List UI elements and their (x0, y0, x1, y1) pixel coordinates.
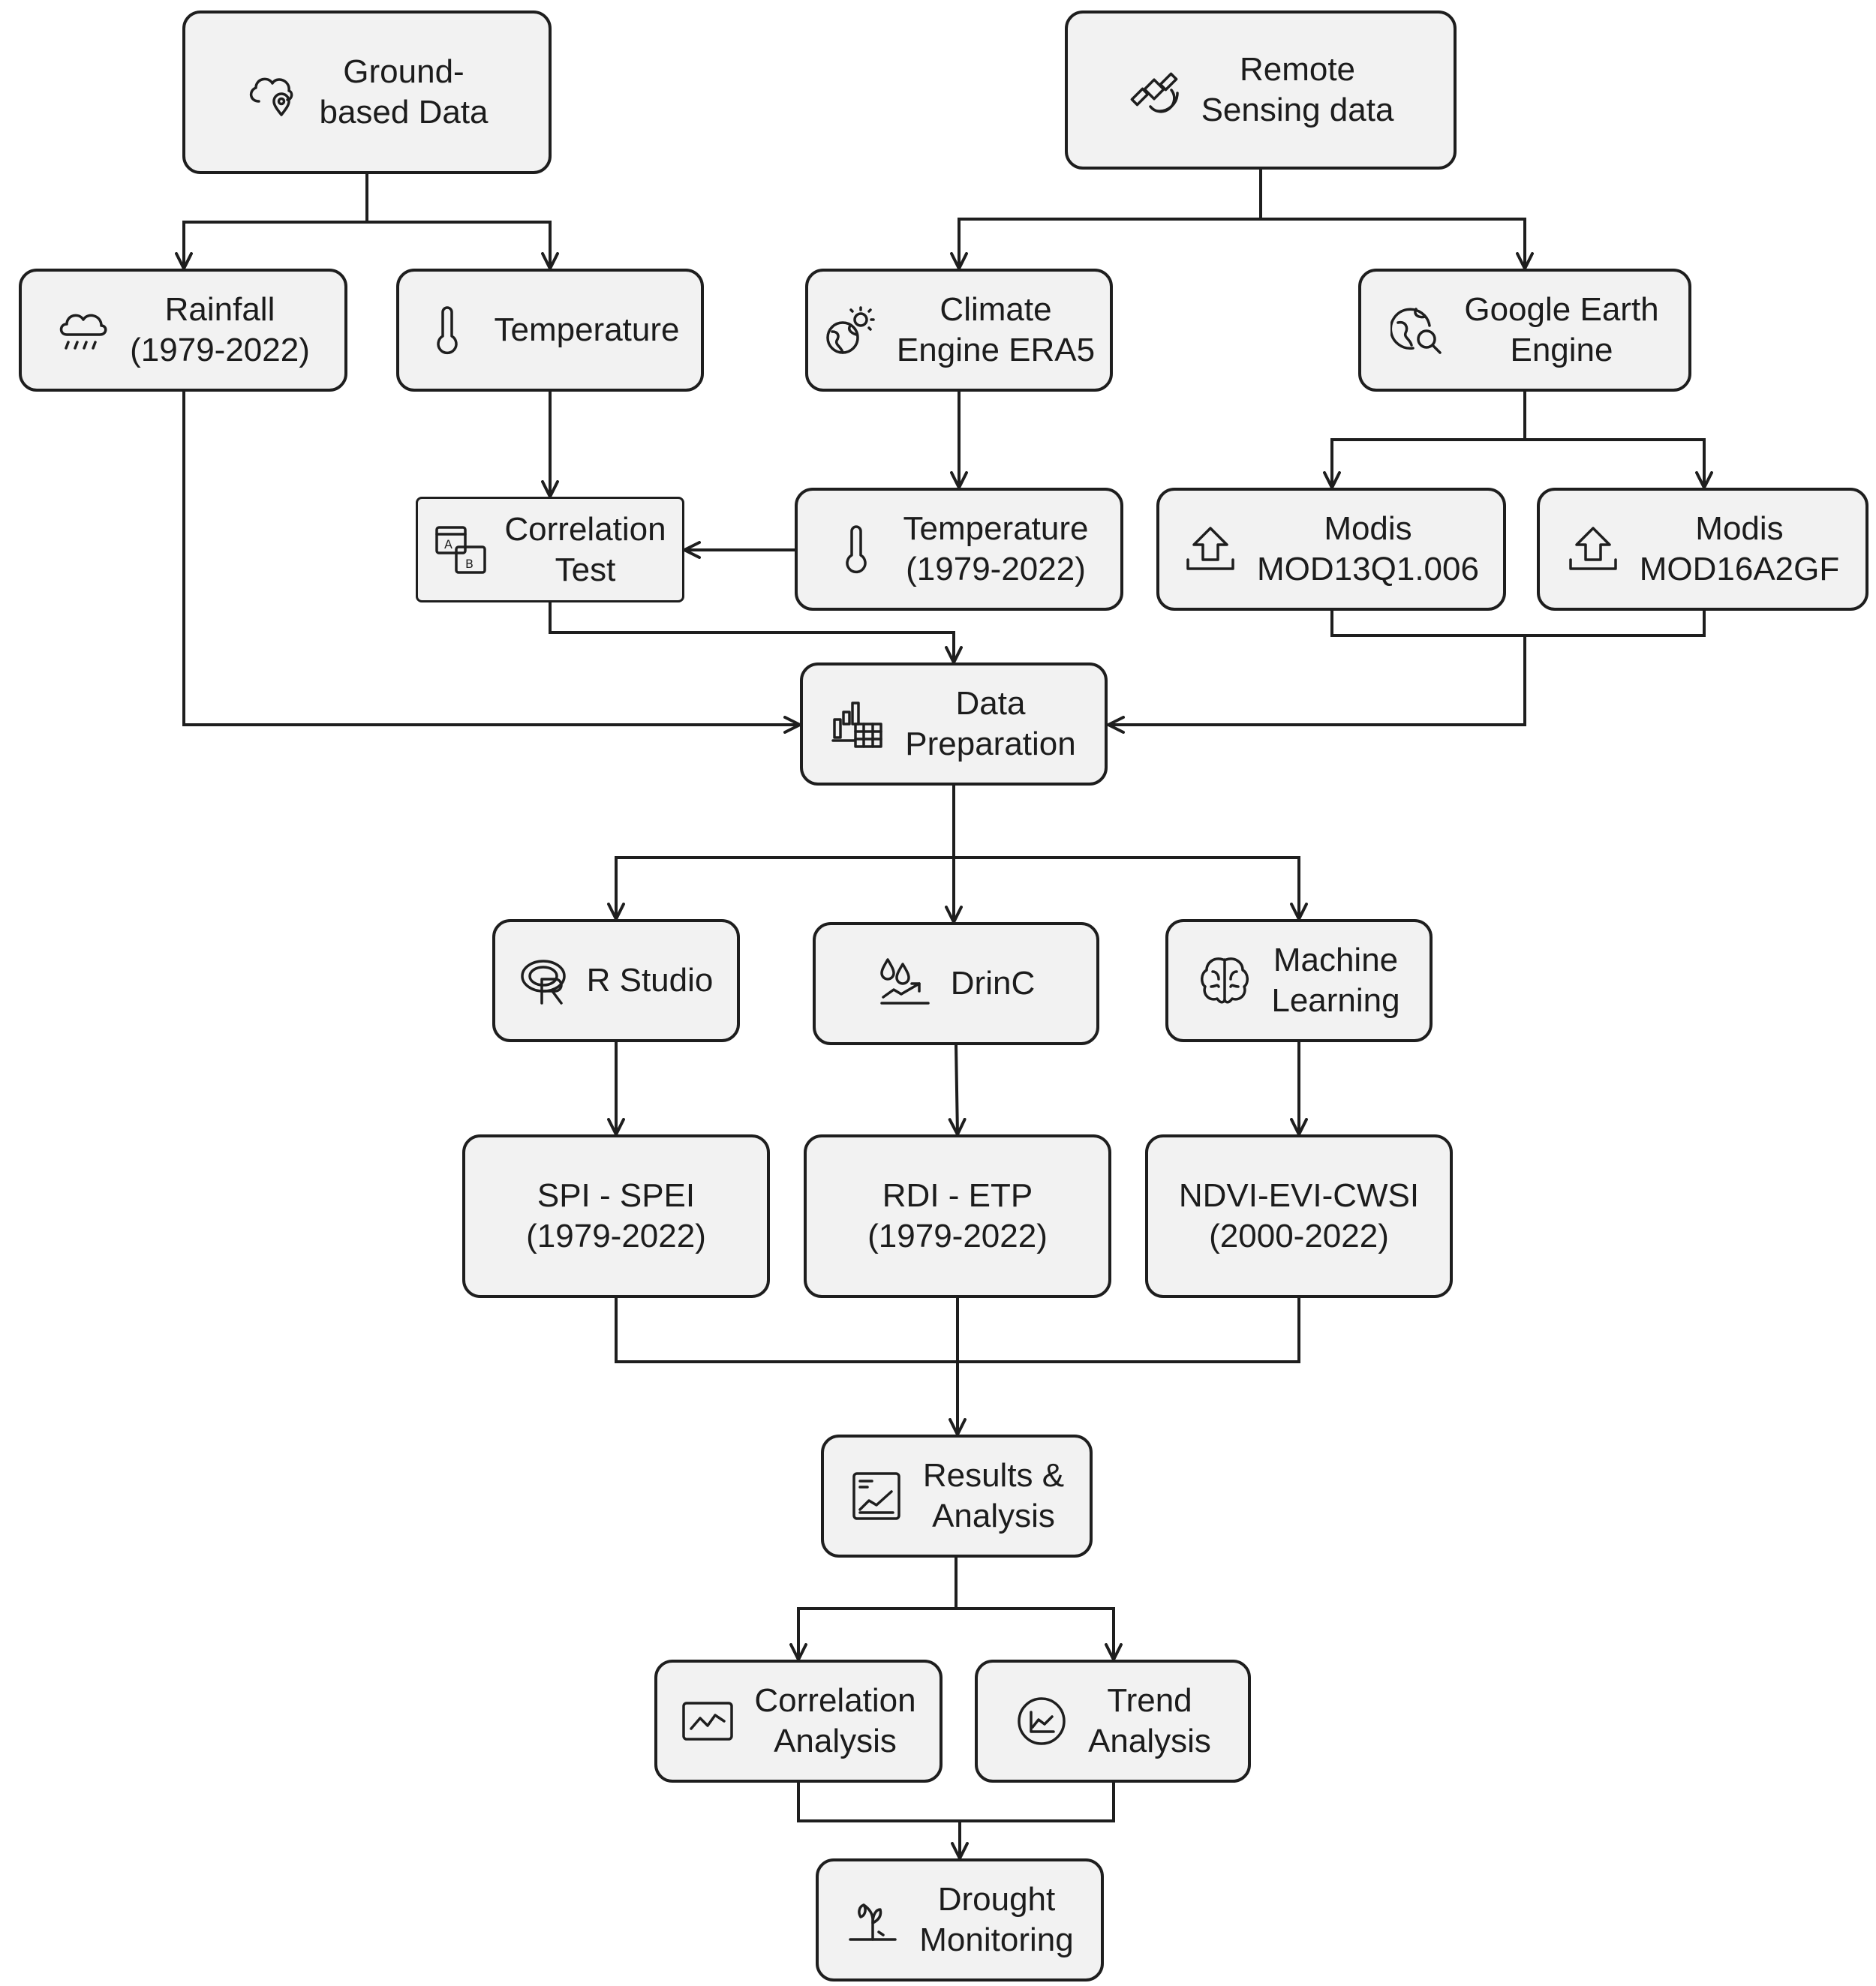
results-analysis-node: Results & Analysis (821, 1435, 1093, 1558)
correlation-analysis-label-2: Analysis (774, 1723, 897, 1759)
remote-sensing-label-2: Sensing data (1201, 92, 1394, 128)
upload-icon (1568, 527, 1617, 570)
ndvi-evi-cwsi-label-2: (2000-2022) (1209, 1218, 1389, 1254)
temperature-era5-label-2: (1979-2022) (906, 551, 1086, 587)
svg-text:A: A (444, 537, 452, 551)
climate-engine-era5-node: Climate Engine ERA5 (805, 269, 1113, 392)
google-earth-engine-label-1: Google Earth (1464, 291, 1659, 328)
r-studio-node: R Studio (492, 919, 740, 1042)
machine-learning-label-1: Machine (1273, 942, 1399, 978)
correlation-test-label-2: Test (555, 551, 616, 588)
line-chart-icon (682, 1702, 734, 1741)
arrow-to-modis-16a2gf (1525, 438, 1713, 489)
cloud-location-icon (250, 77, 293, 116)
correlation-analysis-label-1: Correlation (754, 1682, 916, 1719)
correlation-analysis-node: Correlation Analysis (654, 1660, 943, 1783)
temperature-node: Temperature (396, 269, 704, 392)
report-chart-icon (852, 1472, 900, 1520)
arrow-drinc-to-rdi-etp (948, 1044, 967, 1136)
arrow-to-temperature (367, 221, 559, 270)
svg-text:B: B (465, 557, 474, 571)
ground-based-data-label-1: Ground- (343, 53, 464, 90)
arrow-to-rainfall (175, 221, 367, 270)
water-drops-trend-icon (880, 958, 930, 1005)
arrow-to-trend-analysis (956, 1607, 1123, 1661)
thermometer-icon (846, 525, 867, 574)
results-analysis-label-1: Results & (922, 1457, 1065, 1494)
data-preparation-label-2: Preparation (905, 726, 1076, 762)
arrow-modis-to-data-preparation (1107, 635, 1526, 734)
remote-sensing-label-1: Remote (1239, 51, 1356, 88)
wilting-plant-icon (849, 1903, 897, 1941)
satellite-icon (1130, 72, 1179, 113)
r-studio-label: R Studio (586, 962, 714, 999)
rdi-etp-label-1: RDI - ETP (882, 1177, 1033, 1214)
remote-sensing-data-node: Remote Sensing data (1065, 11, 1457, 170)
trend-analysis-label-1: Trend (1107, 1682, 1192, 1719)
arrow-to-machine-learning (954, 856, 1308, 921)
arrow-to-modis-13q1 (1323, 438, 1525, 489)
rain-cloud-icon (59, 314, 107, 350)
drinc-node: DrinC (813, 922, 1099, 1045)
brain-icon (1201, 957, 1249, 1004)
modis-16a2gf-label-2: MOD16A2GF (1639, 551, 1840, 587)
arrow-to-google-earth-engine (1261, 218, 1534, 270)
trend-analysis-label-2: Analysis (1088, 1723, 1211, 1759)
climate-engine-label-1: Climate (940, 291, 1052, 328)
trend-circle-icon (1018, 1697, 1066, 1745)
arrow-to-correlation-analysis (789, 1607, 956, 1661)
modis-13q1-label-1: Modis (1324, 510, 1412, 547)
globe-sun-icon (826, 306, 875, 354)
correlation-test-node: A B Correlation Test (416, 497, 684, 602)
ndvi-evi-cwsi-label-1: NDVI-EVI-CWSI (1178, 1177, 1420, 1214)
rainfall-label-1: Rainfall (164, 291, 275, 328)
r-logo-icon (520, 960, 566, 1005)
modis-16a2gf-label-1: Modis (1695, 510, 1784, 547)
results-analysis-label-2: Analysis (932, 1498, 1055, 1534)
drought-monitoring-label-1: Drought (937, 1881, 1056, 1918)
modis-13q1-label-2: MOD13Q1.006 (1257, 551, 1479, 587)
arrow-to-r-studio (607, 856, 954, 921)
ndvi-evi-cwsi-node: NDVI-EVI-CWSI (2000-2022) (1145, 1134, 1453, 1298)
arrow-to-climate-engine (950, 218, 1261, 270)
google-earth-engine-node: Google Earth Engine (1358, 269, 1691, 392)
machine-learning-label-2: Learning (1271, 982, 1400, 1019)
rainfall-label-2: (1979-2022) (130, 332, 310, 368)
connector-modis-merge (1330, 611, 1706, 637)
climate-engine-label-2: Engine ERA5 (896, 332, 1096, 368)
drinc-label: DrinC (950, 965, 1036, 1002)
thermometer-icon (437, 306, 458, 355)
drought-monitoring-node: Drought Monitoring (816, 1858, 1104, 1981)
bar-chart-table-icon (831, 702, 882, 748)
google-earth-engine-label-2: Engine (1510, 332, 1613, 368)
globe-search-icon (1390, 308, 1442, 354)
arrow-rainfall-to-data-preparation (182, 392, 801, 734)
upload-icon (1186, 527, 1234, 570)
temperature-era5-label-1: Temperature (903, 510, 1089, 547)
rainfall-node: Rainfall (1979-2022) (19, 269, 347, 392)
arrow-correlation-test-to-data-preparation (549, 602, 963, 664)
spi-spei-label-1: SPI - SPEI (537, 1177, 696, 1214)
trend-analysis-node: Trend Analysis (975, 1660, 1251, 1783)
temperature-era5-node: Temperature (1979-2022) (795, 488, 1123, 611)
connector-analyses-merge (797, 1783, 1115, 1822)
ground-based-data-node: Ground- based Data (182, 11, 552, 174)
data-preparation-node: Data Preparation (800, 663, 1108, 786)
temperature-label: Temperature (494, 311, 680, 348)
spi-spei-label-2: (1979-2022) (526, 1218, 706, 1254)
correlation-test-label-1: Correlation (504, 510, 666, 548)
data-preparation-label-1: Data (955, 685, 1026, 722)
drought-monitoring-label-2: Monitoring (919, 1921, 1074, 1958)
rdi-etp-label-2: (1979-2022) (867, 1218, 1048, 1254)
modis-mod16a2gf-node: Modis MOD16A2GF (1537, 488, 1868, 611)
ground-based-data-label-2: based Data (319, 94, 489, 131)
machine-learning-node: Machine Learning (1165, 919, 1433, 1042)
rdi-etp-node: RDI - ETP (1979-2022) (804, 1134, 1111, 1298)
ab-test-icon: A B (435, 525, 487, 574)
spi-spei-node: SPI - SPEI (1979-2022) (462, 1134, 770, 1298)
modis-mod13q1-node: Modis MOD13Q1.006 (1156, 488, 1506, 611)
